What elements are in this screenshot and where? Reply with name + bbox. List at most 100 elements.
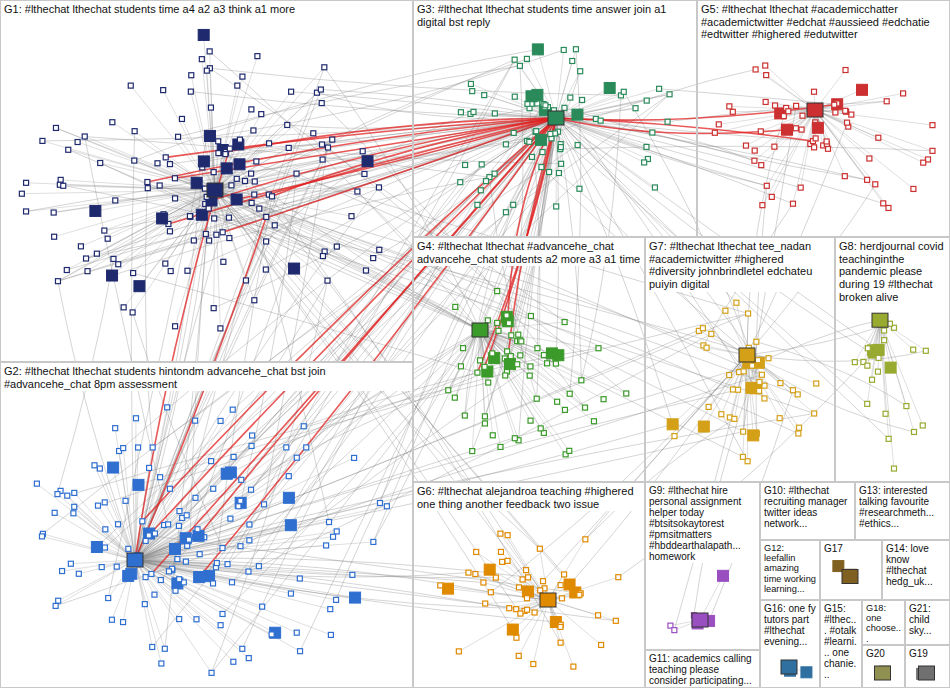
vertex [580,97,585,102]
vertex [558,583,563,588]
vertex [102,545,107,550]
tie-line [215,190,366,271]
vertex [132,129,137,134]
vertex [506,321,511,326]
vertex [53,125,58,130]
vertex [562,407,567,412]
tie-line [215,190,379,250]
tie-line [135,560,242,649]
vertex [814,381,819,386]
tie-line [815,110,875,184]
vertex [163,155,168,160]
vertex [486,380,491,385]
tie-line [480,330,500,447]
tie-line [126,501,135,560]
vertex [578,69,583,74]
vertex [698,421,709,432]
hub-vertex [842,570,858,584]
tie-line [480,330,626,393]
vertex [311,131,316,136]
vertex [162,646,167,651]
tie-line [297,94,670,457]
vertex [324,543,329,548]
tie-line [85,136,168,524]
vertex [503,142,508,147]
group-label: G3: #lthechat lthechat students time ans… [414,1,696,29]
tie-line [489,177,536,399]
tie-line [215,92,291,190]
vertex [474,549,479,554]
vertex [562,572,567,577]
vertex [121,446,126,451]
hub-vertex [781,660,797,674]
vertex [212,216,217,221]
tie-line [135,560,509,608]
tie-line [674,355,747,436]
tie-line [81,190,215,246]
vertex [350,592,361,603]
vertex [719,412,724,417]
vertex [538,588,543,593]
tie-line [135,537,333,560]
vertex [483,601,488,606]
vertex [108,462,119,473]
vertex [543,103,548,108]
vertex [512,436,517,441]
vertex [121,305,126,310]
vertex [214,232,219,237]
vertex [466,570,471,575]
tie-line [135,421,221,560]
tie-line [762,110,815,205]
vertex [143,538,148,543]
vertex [61,183,66,188]
vertex [362,171,367,176]
vertex [845,120,850,125]
group-label: G12: leefallin amazing time working lear… [761,541,819,595]
vertex [110,120,115,125]
tie-line [113,468,135,560]
tie-line [480,330,531,421]
vertex [777,416,782,421]
vertex [246,569,251,574]
vertex [470,449,475,454]
group-label: G9: #lthechat hire personal assignment h… [646,483,759,563]
vertex [52,510,57,515]
vertex [56,598,61,603]
tie-line [747,108,786,355]
tie-line [867,320,880,404]
tie-line [124,190,215,307]
group-box: G12: leefallin amazing time working lear… [760,540,820,600]
vertex [479,162,484,167]
vertex [490,351,495,356]
vertex [748,430,759,441]
tie-line [480,330,537,399]
vertex [746,311,751,316]
vertex [778,381,783,386]
vertex [249,487,254,492]
vertex [561,47,566,52]
tie-line [135,476,289,560]
vertex [873,344,884,355]
vertex [319,142,324,147]
tie-line [215,77,242,190]
vertex [204,571,215,582]
tie-line [747,355,780,418]
hub-vertex [872,313,888,327]
vertex [883,411,888,416]
group-label: G7: #lthechat lthechat tee_nadan #academ… [646,238,834,292]
vertex [246,656,251,661]
vertex [272,223,277,228]
vertex [886,205,891,210]
vertex [865,346,870,351]
vertex [712,130,717,135]
vertex [865,177,870,182]
vertex [111,256,116,261]
vertex [495,320,500,325]
vertex [886,436,891,441]
vertex [355,189,360,194]
tie-line [471,84,556,118]
vertex [206,206,211,211]
vertex [577,592,582,597]
group-label: G14: love know #lthechat hedg_uk... [883,541,949,588]
vertex [718,570,729,581]
